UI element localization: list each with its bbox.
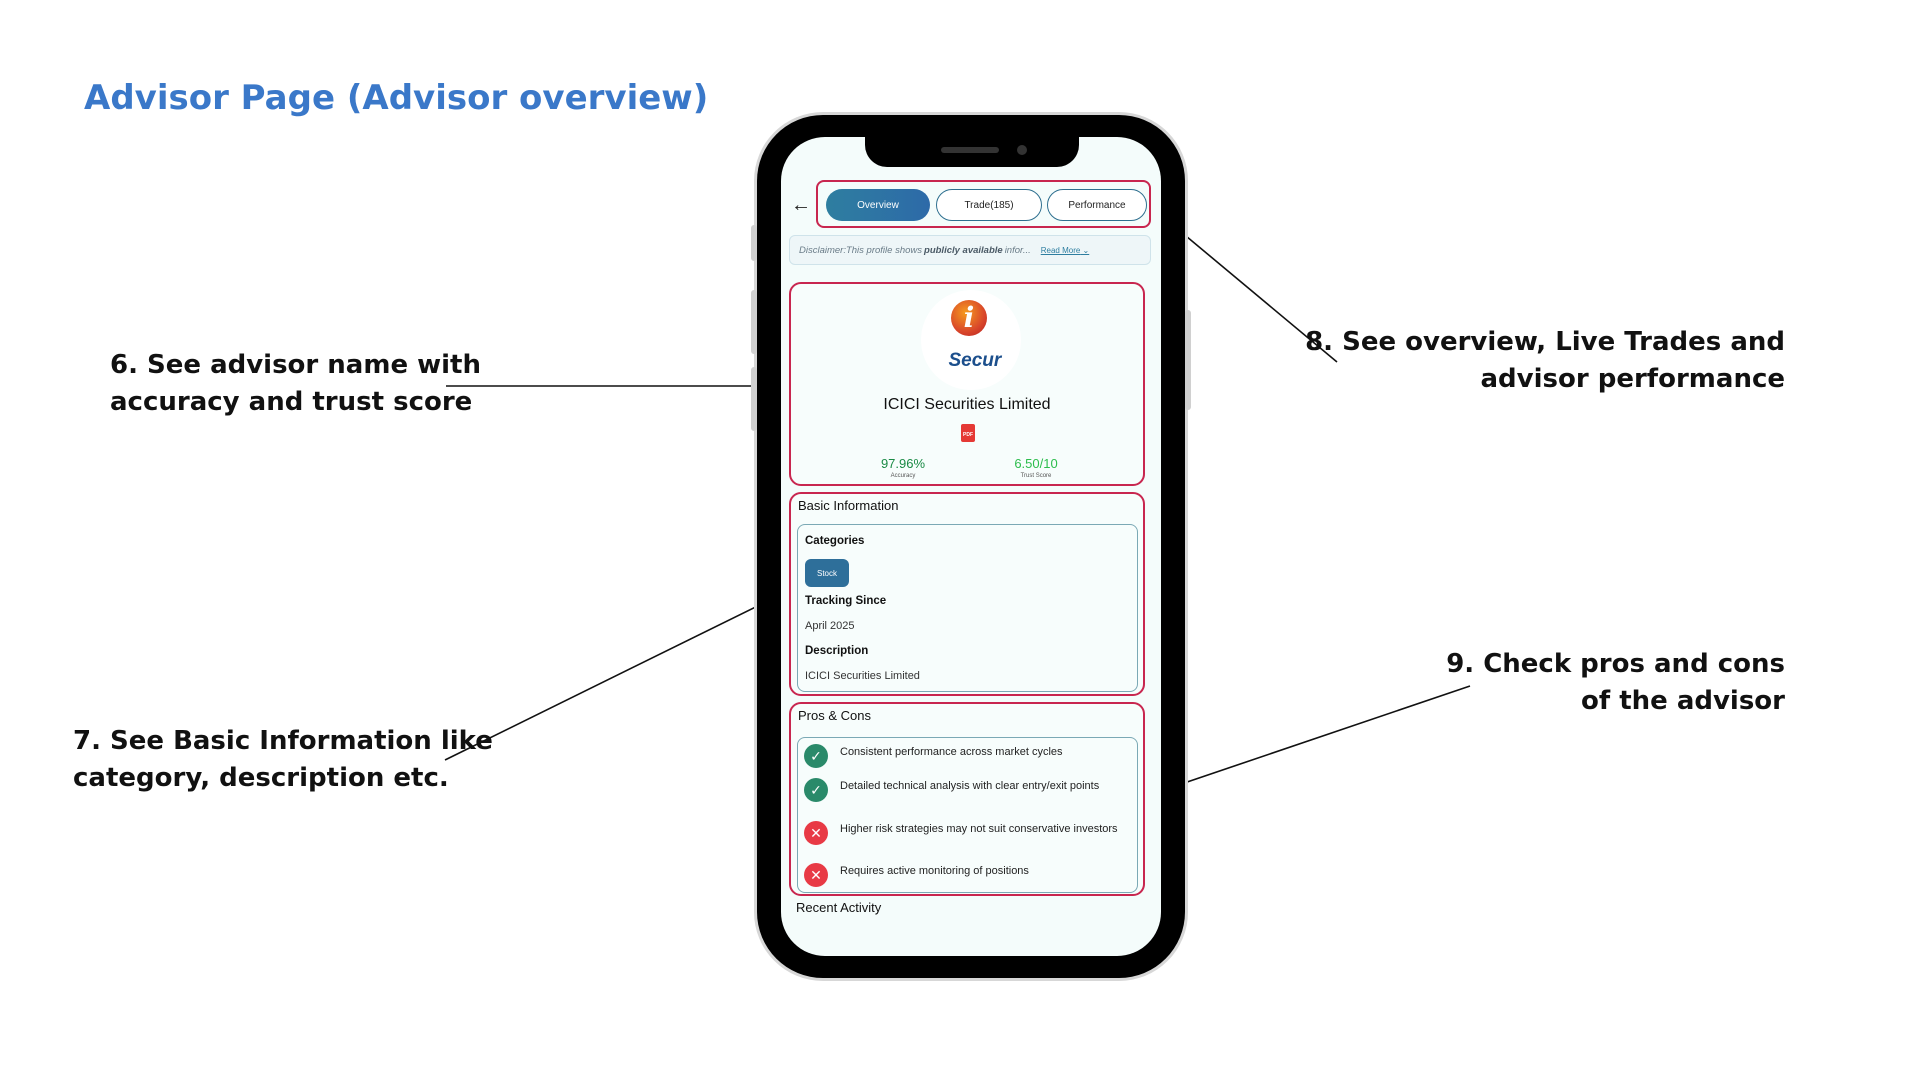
notch [865, 137, 1079, 167]
tracking-since-label: Tracking Since [805, 595, 887, 607]
back-arrow-icon[interactable]: ← [791, 194, 811, 216]
pros-cons-card: Pros & Cons ✓ Consistent performance acr… [789, 702, 1145, 896]
disclaimer-suffix: infor... [1004, 244, 1031, 256]
disclaimer-prefix: Disclaimer:This profile shows [799, 244, 923, 256]
pros-cons-text: Detailed technical analysis with clear e… [840, 780, 1100, 792]
cross-icon: ✕ [804, 821, 828, 845]
description-value: ICICI Securities Limited [805, 670, 920, 682]
callout-advisor-name: 6. See advisor name with accuracy and tr… [110, 350, 481, 417]
tracking-since-value: April 2025 [805, 620, 855, 632]
basic-information-box: Categories Stock Tracking Since April 20… [797, 524, 1138, 692]
pros-cons-text: Consistent performance across market cyc… [840, 746, 1063, 758]
pros-cons-box: ✓ Consistent performance across market c… [797, 737, 1138, 893]
check-icon: ✓ [804, 778, 828, 802]
accuracy-value: 97.96% [880, 456, 926, 471]
disclaimer-banner: Disclaimer:This profile shows publicly a… [789, 235, 1151, 265]
power-button [1185, 310, 1191, 410]
callout-pros-cons: 9. Check pros and cons of the advisor [1446, 649, 1785, 716]
description-label: Description [805, 645, 869, 657]
tabs-highlight [816, 180, 1151, 228]
pros-cons-text: Higher risk strategies may not suit cons… [840, 823, 1118, 835]
basic-information-card: Basic Information Categories Stock Track… [789, 492, 1145, 696]
basic-information-title: Basic Information [798, 498, 899, 513]
categories-label: Categories [805, 535, 865, 547]
logo-text: Secur [925, 350, 1021, 372]
callout-tabs: 8. See overview, Live Trades and advisor… [1305, 327, 1785, 394]
phone-frame: ← Overview Trade(185) Performance Discla… [751, 115, 1191, 978]
category-chip[interactable]: Stock [805, 559, 849, 587]
read-more-label: Read More [1040, 245, 1081, 255]
trust-score-label: Trust Score [1020, 473, 1052, 479]
volume-down-button [751, 367, 757, 431]
phone-screen: ← Overview Trade(185) Performance Discla… [781, 137, 1161, 956]
disclaimer-bold: publicly available [924, 244, 1003, 256]
page-title: Advisor Page (Advisor overview) [84, 78, 709, 118]
volume-up-button [751, 290, 757, 354]
pdf-icon[interactable]: PDF [961, 424, 975, 442]
advisor-logo: i Secur [921, 290, 1021, 390]
advisor-name: ICICI Securities Limited [883, 396, 1051, 413]
pros-cons-title: Pros & Cons [798, 708, 871, 723]
arrow-7 [444, 591, 788, 761]
callout-basic-info: 7. See Basic Information like category, … [73, 726, 493, 793]
advisor-profile-card: i Secur ICICI Securities Limited PDF 97.… [789, 282, 1145, 486]
side-button [751, 225, 757, 261]
tab-trade[interactable]: Trade(185) [936, 189, 1042, 221]
cross-icon: ✕ [804, 863, 828, 887]
camera [1017, 145, 1027, 155]
read-more-link[interactable]: Read More ⌄ [1040, 245, 1090, 255]
trust-score-value: 6.50/10 [1014, 456, 1058, 471]
icici-logo-icon: i [951, 300, 987, 336]
speaker [941, 147, 999, 153]
logo-wordmark: Secur [948, 350, 1002, 371]
tab-overview[interactable]: Overview [826, 189, 930, 221]
pros-cons-text: Requires active monitoring of positions [840, 865, 1029, 877]
accuracy-label: Accuracy [890, 473, 916, 479]
recent-activity-title: Recent Activity [796, 900, 882, 915]
check-icon: ✓ [804, 744, 828, 768]
tab-performance[interactable]: Performance [1047, 189, 1147, 221]
